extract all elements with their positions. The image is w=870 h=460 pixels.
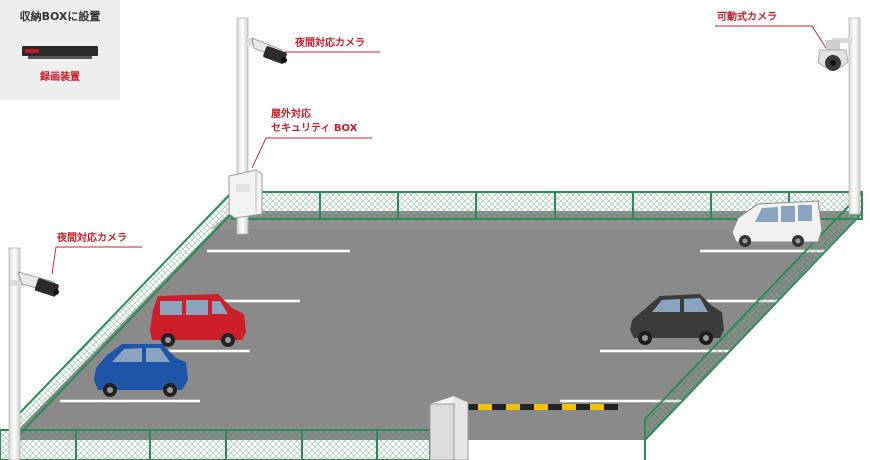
front-fence (0, 429, 431, 460)
recorder-label: 録画装置 (40, 72, 80, 83)
night-camera-left-icon (17, 271, 59, 297)
recorder-inset: 収納BOXに設置 録画装置 (0, 0, 120, 100)
right-fence (644, 191, 863, 460)
car-white-van (731, 200, 823, 247)
car-blue (94, 344, 188, 397)
outdoor-box-label-line2: セキュリティ BOX (271, 123, 358, 134)
ptz-camera-label: 可動式カメラ (717, 12, 777, 23)
security-box-icon (228, 169, 263, 219)
night-camera-top-icon (246, 37, 287, 64)
left-camera-pole (8, 247, 24, 460)
night-camera-top-label: 夜間対応カメラ (295, 38, 365, 49)
inset-title: 収納BOXに設置 (19, 10, 101, 23)
top-camera-pole (236, 17, 249, 235)
car-red (150, 294, 246, 347)
asphalt-surface (8, 211, 862, 440)
car-dark (630, 294, 724, 345)
recorder-icon (22, 46, 98, 59)
right-camera-pole (832, 17, 861, 215)
gate-barrier (429, 395, 618, 460)
callout-lines (51, 25, 827, 275)
ptz-camera-icon (817, 40, 849, 71)
outdoor-box-label-line1: 屋外対応 (271, 109, 311, 120)
night-camera-left-label: 夜間対応カメラ (57, 233, 127, 244)
left-fence (13, 191, 233, 441)
